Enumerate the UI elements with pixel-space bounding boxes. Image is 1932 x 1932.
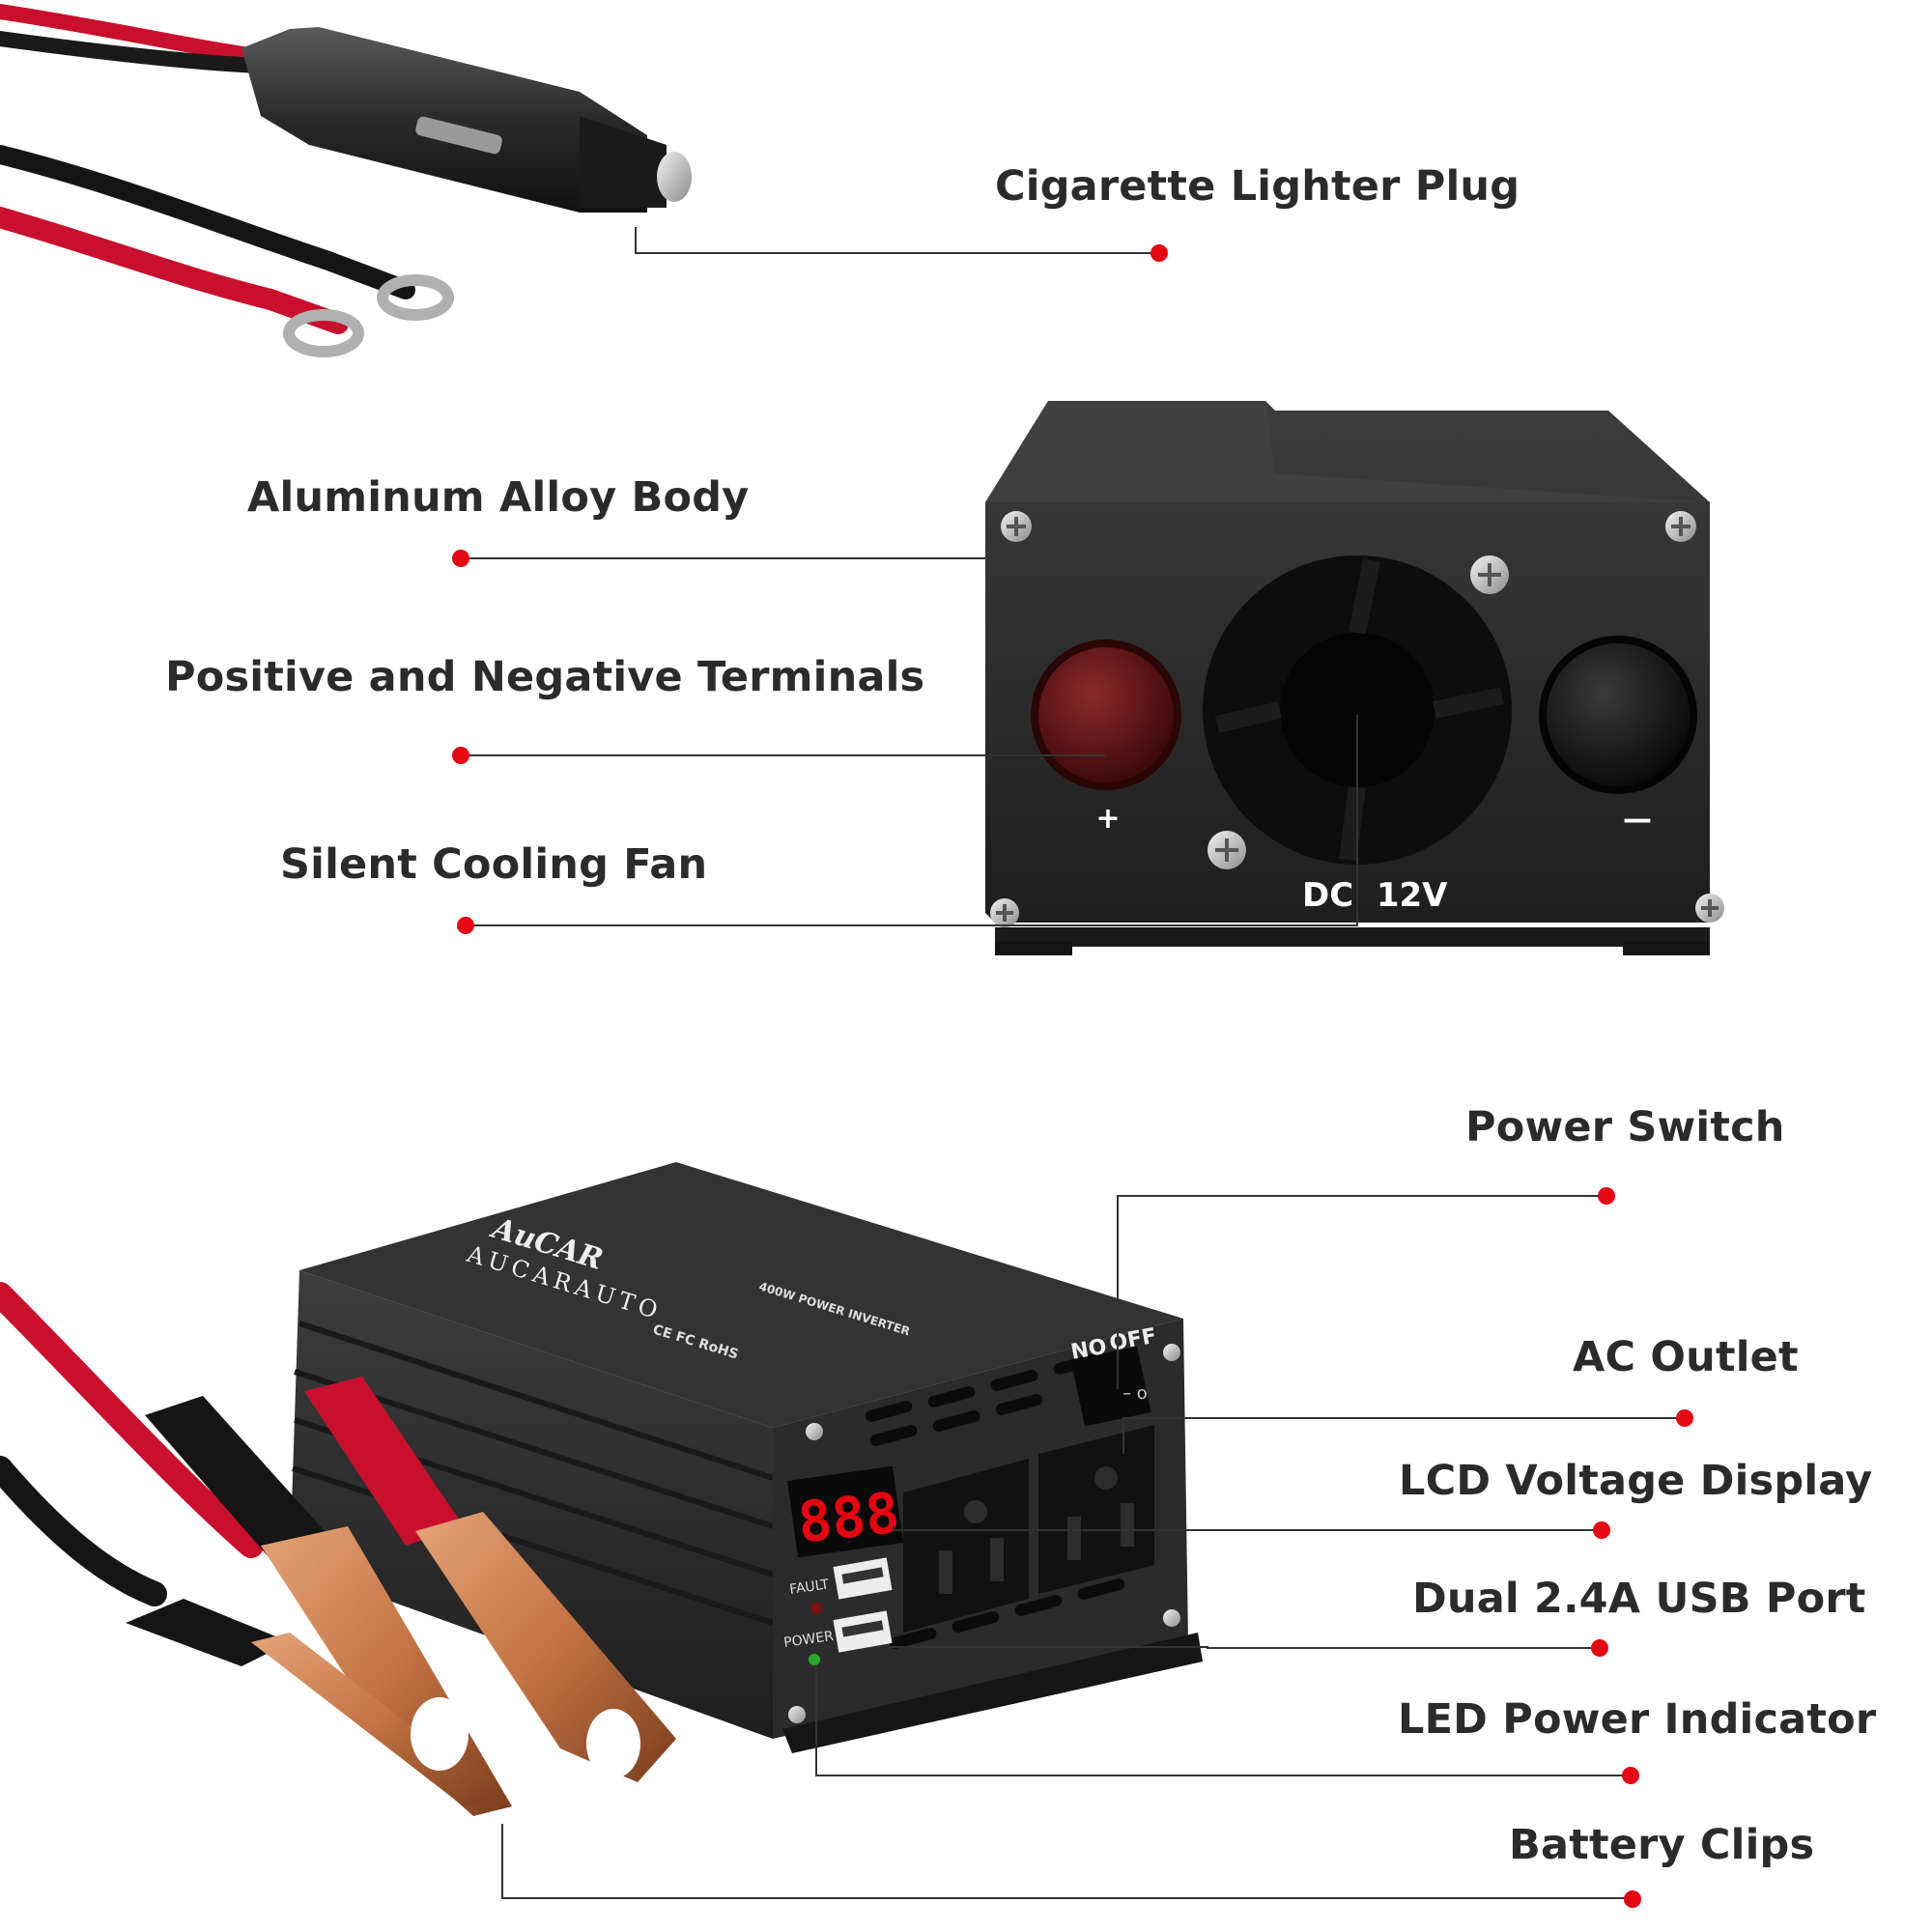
positive-terminal bbox=[1031, 639, 1181, 790]
label-terminals: Positive and Negative Terminals bbox=[165, 653, 925, 701]
callout-dot bbox=[457, 917, 474, 934]
callout-dot bbox=[1676, 1409, 1693, 1427]
screw-icon bbox=[806, 1423, 823, 1440]
leader-lines bbox=[464, 227, 1684, 1899]
cigarette-lighter-plug bbox=[0, 4, 692, 213]
battery-clips bbox=[0, 1282, 676, 1816]
ac-outlet[interactable] bbox=[1038, 1425, 1154, 1594]
label-led-indicator: LED Power Indicator bbox=[1398, 1695, 1877, 1744]
label-battery-clips: Battery Clips bbox=[1509, 1821, 1815, 1869]
ring-terminal-cables bbox=[0, 145, 454, 357]
callout-dot bbox=[1591, 1639, 1608, 1657]
cooling-fan bbox=[1203, 555, 1512, 865]
fault-label: FAULT bbox=[788, 1577, 830, 1598]
label-ac-outlet: AC Outlet bbox=[1573, 1333, 1799, 1381]
callout-dot bbox=[1598, 1187, 1615, 1205]
fault-led bbox=[810, 1603, 822, 1614]
callout-dot bbox=[1151, 244, 1168, 262]
callout-dot bbox=[1593, 1521, 1610, 1539]
screw-icon bbox=[1163, 1344, 1180, 1361]
label-cooling-fan: Silent Cooling Fan bbox=[280, 840, 708, 889]
callout-dot bbox=[1624, 1890, 1641, 1908]
power-led bbox=[809, 1654, 820, 1665]
label-usb-port: Dual 2.4A USB Port bbox=[1412, 1575, 1866, 1623]
screw-icon bbox=[990, 898, 1019, 927]
screw-icon bbox=[1470, 555, 1509, 594]
screw-icon bbox=[788, 1706, 806, 1723]
power-switch[interactable]: – o bbox=[1070, 1346, 1151, 1427]
callout-dot bbox=[1622, 1767, 1639, 1784]
usb-port[interactable] bbox=[833, 1557, 893, 1600]
svg-text:– o: – o bbox=[1122, 1383, 1148, 1404]
screw-icon bbox=[1163, 1609, 1180, 1627]
callout-dot bbox=[452, 550, 469, 567]
usb-port[interactable] bbox=[833, 1610, 893, 1653]
lcd-voltage-display: 888 bbox=[786, 1465, 904, 1558]
callout-dots bbox=[452, 244, 1693, 1908]
label-aluminum-alloy-body: Aluminum Alloy Body bbox=[247, 473, 750, 522]
plus-sign: + bbox=[1095, 802, 1120, 836]
ac-outlet[interactable] bbox=[903, 1459, 1029, 1633]
label-power-switch: Power Switch bbox=[1465, 1103, 1785, 1151]
minus-sign: — bbox=[1623, 803, 1652, 837]
inverter-front-view: + — DC 12V bbox=[985, 401, 1724, 955]
screw-icon bbox=[1001, 511, 1032, 542]
callout-dot bbox=[452, 747, 469, 764]
screw-icon bbox=[1665, 511, 1696, 542]
screw-icon bbox=[1695, 894, 1724, 923]
label-cigarette-lighter-plug: Cigarette Lighter Plug bbox=[995, 162, 1520, 211]
label-lcd-display: LCD Voltage Display bbox=[1399, 1457, 1873, 1505]
display-digits: 888 bbox=[795, 1480, 902, 1556]
power-label: POWER bbox=[782, 1629, 835, 1651]
inverter-angled-view: – o NO OFF 888 FAULT bbox=[290, 1162, 1203, 1753]
dc-voltage-label: DC 12V bbox=[1302, 876, 1448, 915]
screw-icon bbox=[1208, 831, 1246, 869]
negative-terminal bbox=[1539, 636, 1697, 794]
